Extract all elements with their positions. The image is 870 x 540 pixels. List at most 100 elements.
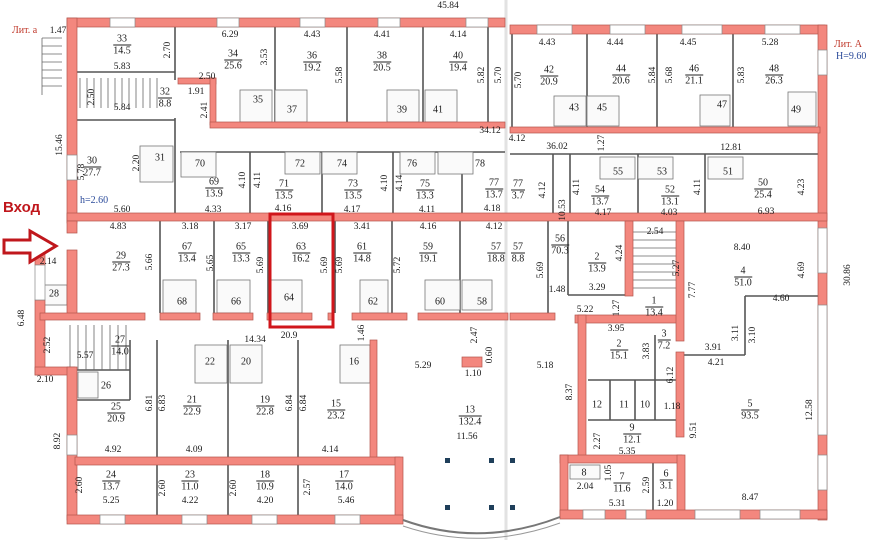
room-66[interactable]: 66 — [229, 297, 243, 308]
room-43[interactable]: 43 — [567, 103, 581, 114]
room-28[interactable]: 28 — [47, 289, 61, 300]
room-number: 65 — [232, 242, 250, 254]
room-78[interactable]: 78 — [473, 159, 487, 170]
room-76[interactable]: 76 — [405, 159, 419, 170]
room-16[interactable]: 16 — [347, 357, 361, 368]
room-number: 59 — [419, 242, 437, 254]
room-58[interactable]: 58 — [475, 297, 489, 308]
room-70[interactable]: 70 — [193, 159, 207, 170]
room-60[interactable]: 60 — [433, 297, 447, 308]
dimension-label: 10.53 — [558, 199, 568, 221]
room-22[interactable]: 22 — [203, 357, 217, 368]
dimension-label: 8.37 — [565, 383, 575, 401]
dimension-label: 6.84 — [299, 394, 309, 412]
room-74[interactable]: 74 — [335, 159, 349, 170]
room-35[interactable]: 35 — [251, 95, 265, 106]
room-49[interactable]: 49 — [789, 105, 803, 116]
room-10[interactable]: 10 — [638, 400, 652, 411]
dimension-label: 6.84 — [285, 394, 295, 412]
room-area: 13.5 — [275, 190, 293, 202]
room-11[interactable]: 11 — [617, 400, 631, 411]
room-64[interactable]: 64 — [282, 293, 296, 304]
room-number: 6 — [659, 469, 673, 481]
room-number: 34 — [224, 49, 242, 61]
room-37[interactable]: 37 — [285, 105, 299, 116]
room-45[interactable]: 45 — [595, 103, 609, 114]
room-26[interactable]: 26 — [99, 381, 113, 392]
room-31[interactable]: 31 — [153, 153, 167, 164]
room-47[interactable]: 47 — [715, 100, 729, 111]
stairs — [41, 37, 676, 370]
room-20[interactable]: 20 — [239, 357, 253, 368]
room-area: 14.8 — [353, 253, 371, 265]
dimension-label: 6.12 — [666, 366, 676, 384]
room-12[interactable]: 12 — [590, 400, 604, 411]
room-39[interactable]: 39 — [395, 105, 409, 116]
room-72[interactable]: 72 — [293, 159, 307, 170]
dimension-label: 8.47 — [741, 493, 759, 503]
room-area: 19.1 — [419, 253, 437, 265]
room-51[interactable]: 51 — [721, 167, 735, 178]
dimension-label: 12.81 — [720, 143, 742, 153]
highlighted-room-frame[interactable] — [268, 212, 335, 329]
dimension-label: 3.91 — [704, 343, 722, 353]
room-55[interactable]: 55 — [611, 167, 625, 178]
room-8[interactable]: 8 — [580, 468, 589, 479]
room-area: 25.6 — [224, 60, 242, 72]
room-68[interactable]: 68 — [175, 297, 189, 308]
dimension-label: 4.17 — [594, 208, 612, 218]
room-41[interactable]: 41 — [431, 105, 445, 116]
room-area: 8.8 — [511, 253, 525, 265]
room-62[interactable]: 62 — [366, 297, 380, 308]
room-53[interactable]: 53 — [655, 167, 669, 178]
